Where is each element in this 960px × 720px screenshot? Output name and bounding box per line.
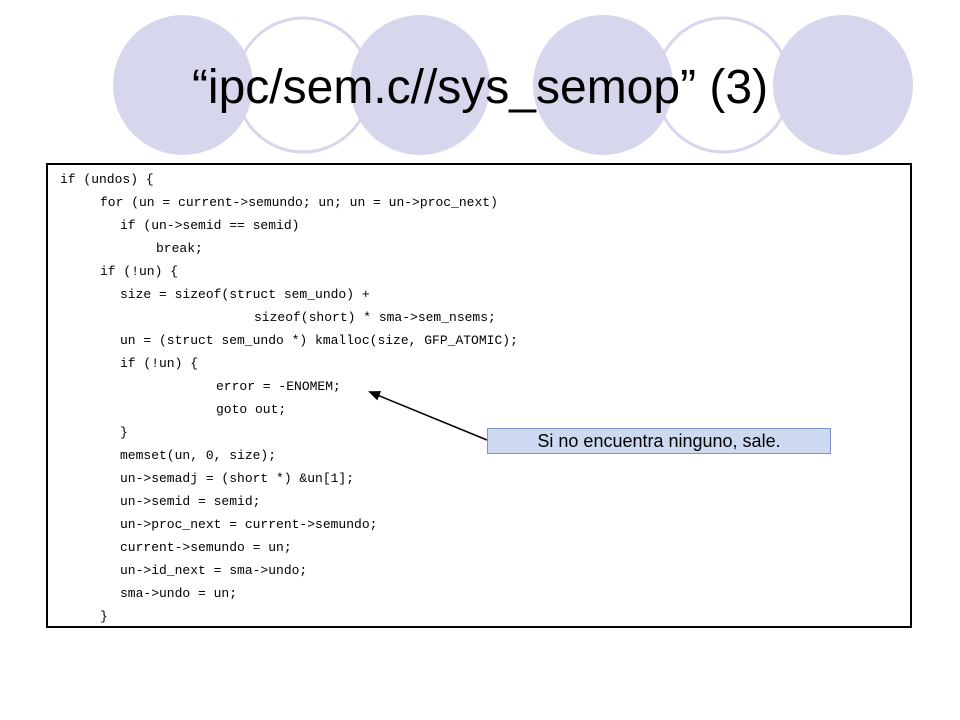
filled-circle-2 [350,15,490,155]
filled-circle-1 [113,15,253,155]
callout-note: Si no encuentra ninguno, sale. [487,428,831,454]
code-line: size = sizeof(struct sem_undo) + [120,287,370,302]
slide-title: “ipc/sem.c//sys_semop” (3) [191,61,769,114]
code-line: if (undos) { [60,172,154,187]
code-line: } [100,609,108,624]
code-line: current->semundo = un; [120,540,292,555]
code-line: memset(un, 0, size); [120,448,277,463]
code-line: un->semid = semid; [120,494,261,509]
code-line: un = (struct sem_undo *) kmalloc(size, G… [120,333,518,348]
code-line: goto out; [216,402,287,417]
code-line: un->proc_next = current->semundo; [120,517,378,532]
code-line: if (!un) { [120,356,199,371]
code-line: if (un->semid == semid) [120,218,300,233]
code-line: if (!un) { [100,264,179,279]
code-line: sizeof(short) * sma->sem_nsems; [254,310,496,325]
code-line: break; [156,241,203,256]
code-line: un->id_next = sma->undo; [120,563,308,578]
code-line: for (un = current->semundo; un; un = un-… [100,195,498,210]
filled-circle-3 [533,15,673,155]
code-line: un->semadj = (short *) &un[1]; [120,471,355,486]
code-block: if (undos) { for (un = current->semundo;… [46,163,912,628]
decorative-circles [113,15,913,155]
code-line: } [120,425,128,440]
code-line: sma->undo = un; [120,586,238,601]
code-line: error = -ENOMEM; [216,379,341,394]
filled-circle-4 [773,15,913,155]
